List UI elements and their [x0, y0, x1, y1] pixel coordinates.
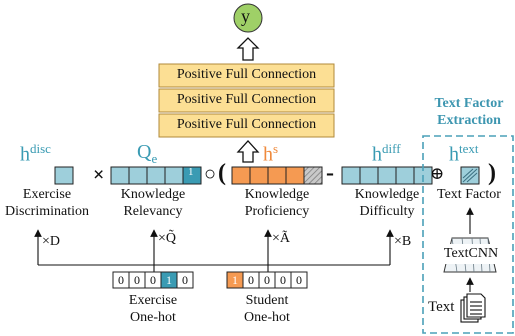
h-diff-label: hdiff	[372, 141, 401, 167]
output-up-arrow	[236, 37, 260, 61]
h-diff-base: h	[372, 143, 382, 166]
h-diff-sup: diff	[382, 141, 401, 156]
times-operator: ×	[93, 164, 105, 186]
matrix-label-a: ×Ã	[272, 231, 291, 246]
output-node	[233, 3, 263, 33]
close-paren: )	[488, 160, 496, 186]
h-disc-caption-1: Exercise	[22, 187, 72, 202]
fc-layer-1-label: Positive Full Connection	[176, 67, 317, 82]
text-factor-panel	[422, 135, 514, 334]
h-text-label: htext	[449, 141, 479, 167]
exercise-onehot-digit-0: 0	[118, 273, 124, 287]
h-disc-label: hdisc	[20, 141, 51, 167]
text-panel-title-2: Extraction	[437, 113, 501, 128]
output-label: y	[241, 6, 250, 26]
exercise-onehot-digit-2: 0	[150, 273, 156, 287]
text-panel-title-1: Text Factor	[434, 96, 504, 111]
h-disc-cell	[54, 166, 74, 185]
textcnn-label: TextCNN	[443, 246, 499, 261]
h-text-base: h	[449, 143, 459, 166]
student-onehot-caption-1: Student	[245, 293, 289, 308]
h-diff-caption-1: Knowledge	[354, 187, 420, 202]
h-s-label: hs	[263, 141, 278, 167]
h-s-vector	[231, 166, 323, 185]
h-disc-base: h	[20, 143, 30, 166]
matrix-label-q: ×Q̃	[158, 231, 177, 246]
h-text-sup: text	[459, 141, 479, 156]
h-s-caption-1: Knowledge	[244, 187, 310, 202]
exercise-onehot-digit-3: 1	[166, 273, 172, 287]
hadamard-operator: ○	[204, 163, 217, 185]
q-e-label: Qe	[137, 141, 157, 167]
exercise-onehot-caption-1: Exercise	[128, 293, 178, 308]
textcnn-block	[442, 237, 500, 273]
matrix-label-d: ×D	[42, 234, 61, 249]
q-e-sub: e	[151, 151, 158, 166]
fc-layer-1-box	[158, 63, 335, 88]
q-e-caption-1: Knowledge	[120, 187, 186, 202]
fc-layer-3-box	[158, 113, 335, 138]
oplus-operator: ⊕	[430, 164, 445, 183]
matrix-label-b: ×B	[394, 234, 412, 249]
student-onehot-digit-4: 0	[296, 273, 302, 287]
minus-operator: -	[326, 160, 334, 186]
h-diff-vector	[341, 166, 433, 185]
student-onehot-digit-3: 0	[280, 273, 286, 287]
exercise-onehot-vector	[112, 271, 194, 289]
fc-layer-2-box	[158, 88, 335, 113]
exercise-onehot-caption-2: One-hot	[130, 310, 176, 325]
q-e-vector	[110, 166, 202, 185]
exercise-onehot-digit-4: 0	[182, 273, 188, 287]
student-onehot-digit-0: 1	[232, 273, 238, 287]
document-icon	[460, 293, 486, 323]
h-s-base: h	[263, 143, 273, 166]
h-text-hatch	[462, 168, 478, 183]
fc-layer-3-label: Positive Full Connection	[176, 117, 317, 132]
text-label: Text	[428, 299, 455, 315]
h-diff-caption-2: Difficulty	[359, 204, 415, 219]
h-disc-sup: disc	[30, 141, 51, 156]
fc-layer-2-label: Positive Full Connection	[176, 92, 317, 107]
h-s-caption-2: Proficiency	[244, 204, 310, 219]
q-e-base: Q	[137, 141, 152, 163]
student-onehot-caption-2: One-hot	[244, 310, 290, 325]
h-s-sup: s	[273, 141, 279, 156]
connection-lines	[34, 229, 394, 272]
q-e-caption-2: Relevancy	[123, 204, 183, 219]
student-onehot-vector	[226, 271, 308, 289]
student-onehot-digit-2: 0	[264, 273, 270, 287]
text-factor-caption: Text Factor	[437, 187, 501, 202]
open-paren: (	[218, 160, 226, 186]
fc-up-arrow	[236, 140, 260, 163]
h-disc-caption-2: Discrimination	[5, 204, 89, 219]
student-onehot-digit-1: 0	[248, 273, 254, 287]
q-e-highlight-digit: 1	[188, 166, 194, 178]
exercise-onehot-digit-1: 0	[134, 273, 140, 287]
